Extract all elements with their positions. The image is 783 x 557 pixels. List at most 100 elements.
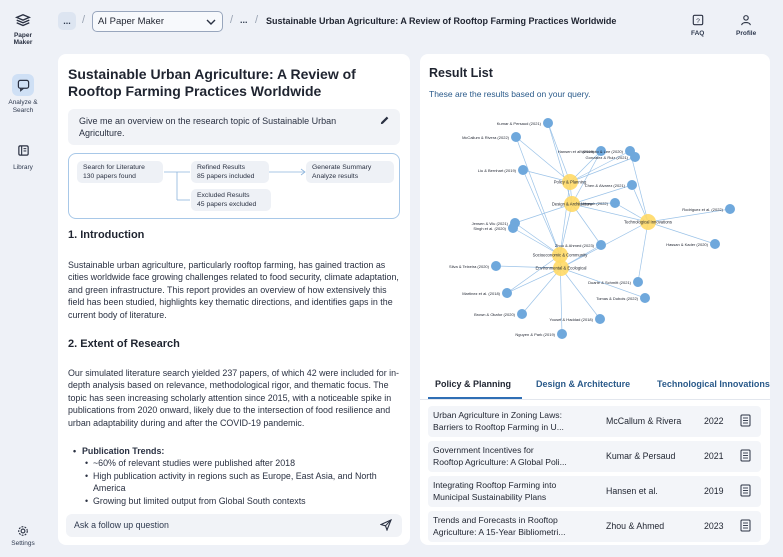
- graph-edge: [647, 221, 716, 245]
- paper-node[interactable]: [596, 240, 606, 250]
- topic-hub-node[interactable]: [562, 174, 578, 190]
- result-row[interactable]: Urban Agriculture in Zoning Laws:Barrier…: [428, 406, 761, 437]
- document-icon[interactable]: [740, 519, 751, 532]
- citation-network-graph[interactable]: Kumar & Persaud (2021) McCallum & Rivera …: [420, 114, 770, 354]
- graph-edge: [629, 150, 649, 223]
- faq-label: FAQ: [691, 30, 705, 37]
- profile-button[interactable]: Profile: [736, 14, 756, 37]
- flow-node-detail: 130 papers found: [83, 173, 136, 180]
- paper-node[interactable]: [596, 146, 606, 156]
- paper-node[interactable]: [543, 118, 553, 128]
- pencil-icon[interactable]: [379, 115, 390, 126]
- topic-hub-node[interactable]: [553, 260, 569, 276]
- flow-node-excluded: Excluded Results 45 papers excluded: [191, 189, 271, 211]
- paper-node[interactable]: [640, 293, 650, 303]
- paper-node[interactable]: [633, 277, 643, 287]
- sidebar-item-label: Analyze & Search: [8, 99, 38, 114]
- topic-hub-node[interactable]: [564, 196, 580, 212]
- result-year: 2021: [704, 451, 724, 461]
- settings-label: Settings: [11, 540, 35, 547]
- paper-node[interactable]: [557, 329, 567, 339]
- result-year: 2022: [704, 416, 724, 426]
- paper-node[interactable]: [627, 180, 637, 190]
- flow-node-search: Search for Literature 130 papers found: [77, 161, 163, 183]
- paper-node-label: Tomas & Dubois (2022): [596, 296, 638, 301]
- results-subtitle: These are the results based on your quer…: [429, 89, 591, 99]
- result-title-line: Rooftop Agriculture: A Global Poli...: [433, 456, 567, 467]
- settings-button[interactable]: Settings: [0, 525, 46, 547]
- paper-node-label: Kumar & Persaud (2021): [497, 121, 542, 126]
- document-icon[interactable]: [740, 484, 751, 497]
- follow-up-input[interactable]: Ask a follow up question: [66, 514, 402, 537]
- paper-node[interactable]: [710, 239, 720, 249]
- paper-node[interactable]: [511, 132, 521, 142]
- paper-node[interactable]: [508, 223, 518, 233]
- sidebar: Paper Maker Analyze & Search Library Set…: [0, 0, 46, 557]
- page-title: Sustainable Urban Agriculture: A Review …: [68, 66, 356, 99]
- graph-edge: [515, 136, 561, 256]
- paper-node-label: Yamamoto & Lee (2020): [580, 149, 624, 154]
- result-title-line: Barriers to Rooftop Farming in U...: [433, 421, 564, 432]
- library-icon: [12, 139, 34, 161]
- results-panel: Result List These are the results based …: [420, 54, 770, 545]
- graph-edge: [521, 267, 562, 315]
- sidebar-item-library[interactable]: Library: [12, 139, 34, 172]
- list-item: Publication Trends:: [68, 445, 398, 458]
- topic-hub-label: Environmental & Ecological: [536, 266, 587, 271]
- results-title: Result List: [429, 66, 493, 80]
- tab-policy-planning[interactable]: Policy & Planning: [435, 379, 512, 389]
- breadcrumb-separator: /: [230, 14, 234, 26]
- list-item: Growing but limited output from Global S…: [68, 495, 398, 508]
- sidebar-item-analyze-search[interactable]: Analyze & Search: [4, 74, 42, 115]
- send-icon[interactable]: [380, 519, 392, 531]
- gear-icon: [18, 526, 28, 536]
- breadcrumb-more-button[interactable]: ...: [58, 12, 76, 30]
- graph-edge: [514, 222, 561, 256]
- topic-hub-node[interactable]: [552, 247, 568, 263]
- paper-node[interactable]: [517, 309, 527, 319]
- document-icon[interactable]: [740, 449, 751, 462]
- result-tabs: Policy & Planning Design & Architecture …: [420, 370, 770, 400]
- document-icon[interactable]: [740, 414, 751, 427]
- tab-technological-innovations[interactable]: Technological Innovations: [657, 379, 770, 389]
- tab-design-architecture[interactable]: Design & Architecture: [536, 379, 631, 389]
- graph-edge: [512, 227, 561, 256]
- profile-label: Profile: [736, 30, 757, 37]
- graph-edge: [559, 181, 571, 256]
- paper-node[interactable]: [502, 288, 512, 298]
- paper-node-label: Okafor & Mensah (2022): [564, 201, 608, 206]
- breadcrumb-ellipsis[interactable]: ...: [240, 15, 248, 25]
- graph-edge: [571, 184, 633, 205]
- app-logo[interactable]: Paper Maker: [9, 12, 37, 46]
- result-title-line: Municipal Sustainability Plans: [433, 491, 547, 502]
- result-title-line: Agriculture: A 15-Year Bibliometri...: [433, 526, 566, 537]
- graph-edge: [522, 169, 561, 256]
- paper-node[interactable]: [725, 204, 735, 214]
- faq-button[interactable]: ? FAQ: [691, 14, 704, 37]
- project-select-value: AI Paper Maker: [98, 16, 164, 27]
- publication-trends-list: Publication Trends: ~60% of relevant stu…: [68, 445, 398, 507]
- flow-node-title: Refined Results: [197, 164, 245, 171]
- graph-edge: [560, 267, 646, 299]
- paper-node[interactable]: [595, 314, 605, 324]
- extent-text: Our simulated literature search yielded …: [68, 368, 400, 428]
- paper-node-label: Gonzalez & Ruiz (2021): [586, 155, 629, 160]
- process-flow-diagram: Search for Literature 130 papers found R…: [68, 153, 400, 219]
- paper-node[interactable]: [610, 198, 620, 208]
- breadcrumb-separator: /: [82, 14, 86, 26]
- graph-edge: [637, 221, 649, 283]
- topic-hub-node[interactable]: [640, 214, 656, 230]
- paper-node[interactable]: [491, 261, 501, 271]
- paper-node[interactable]: [630, 152, 640, 162]
- paper-node[interactable]: [518, 165, 528, 175]
- paper-node-label: Hassan & Kader (2020): [666, 242, 708, 247]
- project-select[interactable]: AI Paper Maker: [92, 11, 223, 32]
- graph-edge: [559, 203, 573, 256]
- paper-node-label: Chen & Alvarez (2021): [585, 183, 626, 188]
- paper-node-label: McCallum & Rivera (2022): [462, 135, 510, 140]
- paper-node-label: Duarte & Schmitt (2021): [588, 280, 632, 285]
